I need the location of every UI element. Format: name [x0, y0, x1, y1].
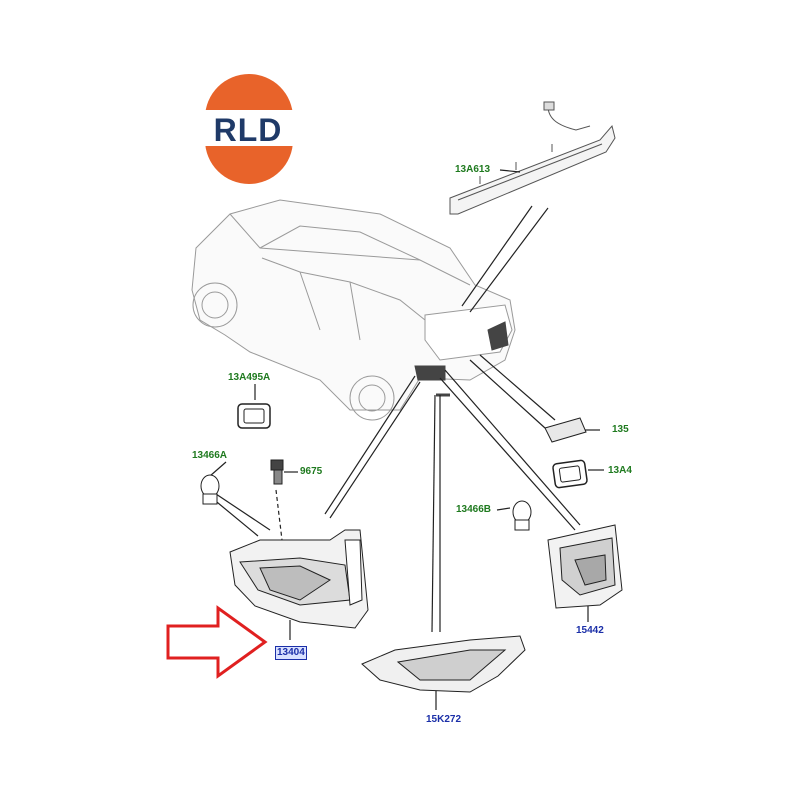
label-bulb-left[interactable]: 13466A — [192, 450, 228, 461]
bulb-holder — [270, 459, 284, 485]
label-third-brake-lamp[interactable]: 13A613 — [455, 164, 491, 175]
bulb-right — [512, 500, 532, 531]
logo-text: RLD — [213, 112, 283, 148]
bulb-left — [200, 474, 220, 505]
third-brake-lamp — [449, 101, 616, 215]
lamp-gasket-right — [552, 459, 588, 489]
label-bulb-holder[interactable]: 9675 — [300, 466, 323, 477]
label-gasket-right[interactable]: 13A4 — [608, 465, 632, 476]
label-tail-lamp-left[interactable]: 13404 — [275, 646, 307, 660]
label-bulb-right[interactable]: 13466B — [456, 504, 492, 515]
leader-lines — [209, 169, 604, 710]
vehicle-outline — [191, 199, 516, 421]
tail-lamp-left — [229, 529, 369, 629]
rld-logo — [203, 74, 295, 184]
reflector — [361, 635, 526, 693]
lamp-gasket-left — [237, 403, 271, 429]
pointer-arrow — [166, 605, 268, 679]
label-tail-lamp-right[interactable]: 15442 — [576, 625, 604, 636]
label-reflector[interactable]: 15K272 — [426, 714, 462, 725]
label-plate-lamp[interactable]: 135 — [612, 424, 629, 435]
label-lamp-gasket[interactable]: 13A495A — [228, 372, 271, 383]
tail-lamp-right — [547, 524, 623, 609]
plate-lamp — [544, 417, 587, 443]
